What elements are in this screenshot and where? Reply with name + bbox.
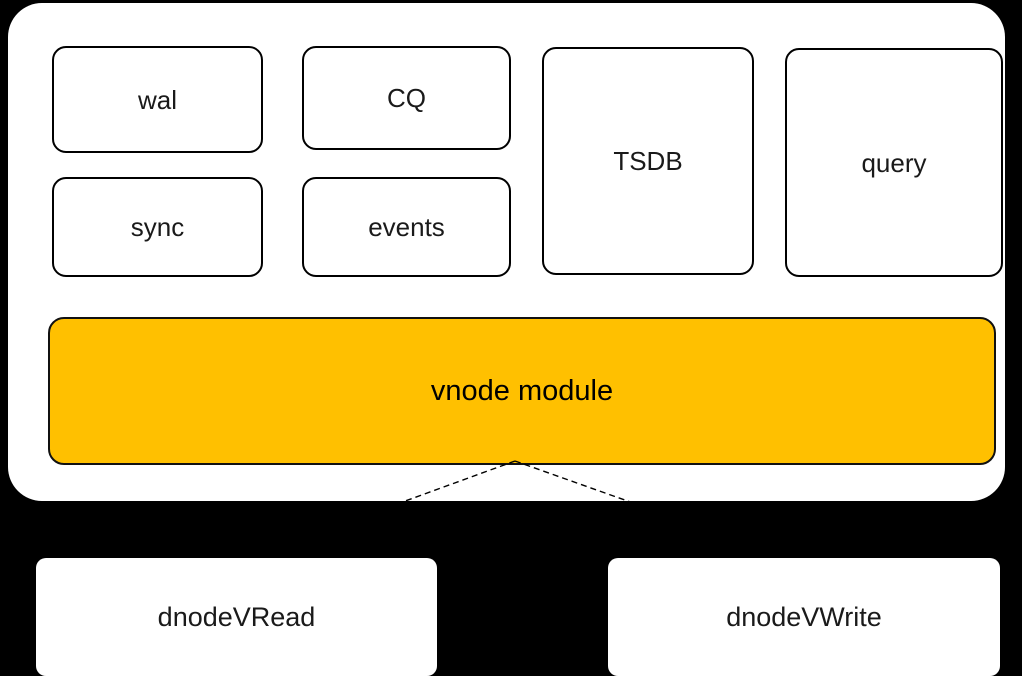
consumer-label-dnodevread: dnodeVRead xyxy=(157,601,316,632)
module-box-tsdb[interactable]: TSDB xyxy=(542,47,754,275)
vnode-container: wal CQ TSDB query sync events vnode modu… xyxy=(8,3,1005,501)
module-box-query[interactable]: query xyxy=(785,48,1003,277)
module-label-events: events xyxy=(368,212,445,242)
consumer-box-dnodevwrite[interactable]: dnodeVWrite xyxy=(608,558,1000,676)
module-label-sync: sync xyxy=(130,212,185,242)
module-label-tsdb: TSDB xyxy=(613,146,683,176)
module-box-sync[interactable]: sync xyxy=(52,177,263,277)
module-label-cq: CQ xyxy=(387,83,426,113)
module-box-wal[interactable]: wal xyxy=(52,46,263,153)
module-label-wal: wal xyxy=(137,84,177,115)
vnode-module-bar[interactable]: vnode module xyxy=(48,317,996,465)
consumer-box-dnodevread[interactable]: dnodeVRead xyxy=(36,558,437,676)
consumer-label-dnodevwrite: dnodeVWrite xyxy=(726,601,882,632)
module-box-events[interactable]: events xyxy=(302,177,511,277)
module-box-cq[interactable]: CQ xyxy=(302,46,511,150)
module-label-query: query xyxy=(861,147,927,178)
vnode-module-label: vnode module xyxy=(430,374,614,407)
